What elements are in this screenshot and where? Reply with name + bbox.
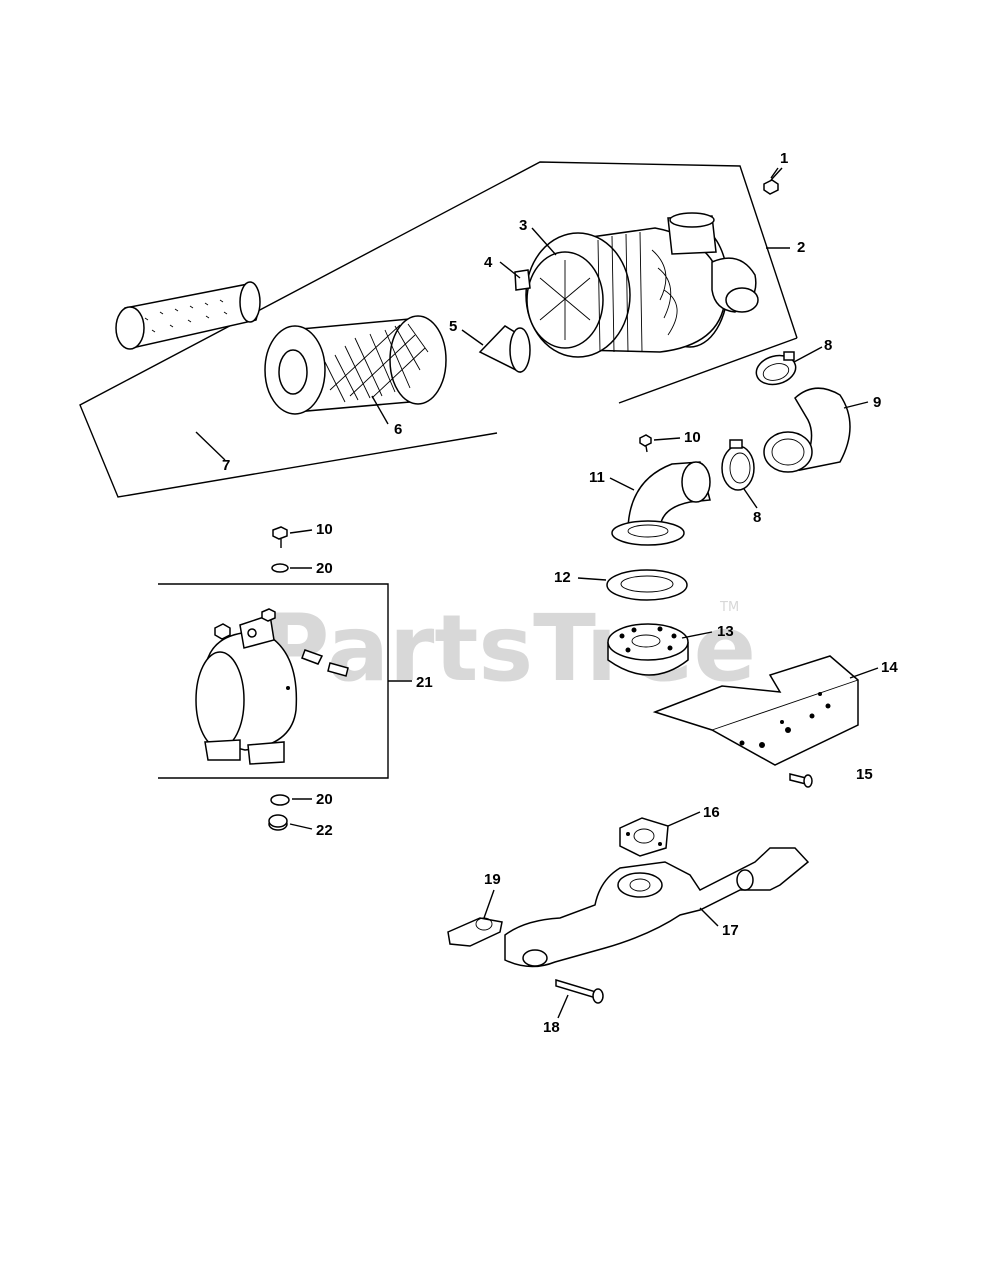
callout-20-lower: 20 xyxy=(316,791,333,808)
part-3-air-cleaner-housing[interactable] xyxy=(514,212,759,358)
part-7-safety-filter[interactable] xyxy=(115,281,261,350)
watermark-tm: TM xyxy=(719,600,739,615)
callout-7: 7 xyxy=(222,457,230,474)
part-10-screw-lower[interactable] xyxy=(272,526,288,548)
callout-17: 17 xyxy=(722,922,739,939)
callout-4: 4 xyxy=(484,254,493,271)
callout-15: 15 xyxy=(856,766,873,783)
callout-22: 22 xyxy=(316,822,333,839)
callout-2: 2 xyxy=(797,239,805,256)
part-12-gasket[interactable] xyxy=(606,569,688,601)
part-1-screw[interactable] xyxy=(763,167,779,195)
part-11-elbow-adapter[interactable] xyxy=(611,461,711,546)
part-6-primary-filter[interactable] xyxy=(264,315,447,415)
callout-6: 6 xyxy=(394,421,402,438)
callout-12: 12 xyxy=(554,569,571,586)
callout-18: 18 xyxy=(543,1019,560,1036)
callouts: 1 2 3 4 5 6 7 8 9 10 11 8 12 13 14 15 16… xyxy=(222,150,898,1036)
part-19-gasket[interactable] xyxy=(447,917,503,947)
part-21-mounting-band[interactable] xyxy=(195,608,349,765)
callout-1: 1 xyxy=(780,150,788,167)
callout-3: 3 xyxy=(519,217,527,234)
callout-10-lower: 10 xyxy=(316,521,333,538)
part-18-screw[interactable] xyxy=(555,978,604,1004)
part-22-nut[interactable] xyxy=(268,814,288,831)
callout-8-lower: 8 xyxy=(753,509,761,526)
callout-14: 14 xyxy=(881,659,898,676)
callout-13: 13 xyxy=(717,623,734,640)
part-20-washer-upper[interactable] xyxy=(271,563,289,573)
part-16-gasket[interactable] xyxy=(619,817,669,857)
callout-21: 21 xyxy=(416,674,433,691)
callout-20-upper: 20 xyxy=(316,560,333,577)
part-20-washer-lower[interactable] xyxy=(270,794,290,806)
part-8-hose-clamp-lower[interactable] xyxy=(721,439,755,491)
callout-5: 5 xyxy=(449,318,457,335)
callout-19: 19 xyxy=(484,871,501,888)
part-9-elbow-hose[interactable] xyxy=(763,387,851,473)
callout-10-upper: 10 xyxy=(684,429,701,446)
leader-lines xyxy=(195,167,879,1019)
part-5-evacuator-valve[interactable] xyxy=(478,325,531,374)
part-10-screw-upper[interactable] xyxy=(639,434,652,453)
callout-11: 11 xyxy=(589,469,605,486)
part-13-adapter-plate[interactable] xyxy=(607,623,689,676)
air-cleaner-assembly-outline xyxy=(79,161,798,498)
part-17-intake-manifold[interactable] xyxy=(504,847,810,968)
callout-9: 9 xyxy=(873,394,881,411)
part-14-bracket[interactable] xyxy=(652,655,859,766)
callout-16: 16 xyxy=(703,804,720,821)
callout-8-upper: 8 xyxy=(824,337,832,354)
part-8-hose-clamp-upper[interactable] xyxy=(753,351,799,388)
part-15-screw[interactable] xyxy=(789,773,813,788)
